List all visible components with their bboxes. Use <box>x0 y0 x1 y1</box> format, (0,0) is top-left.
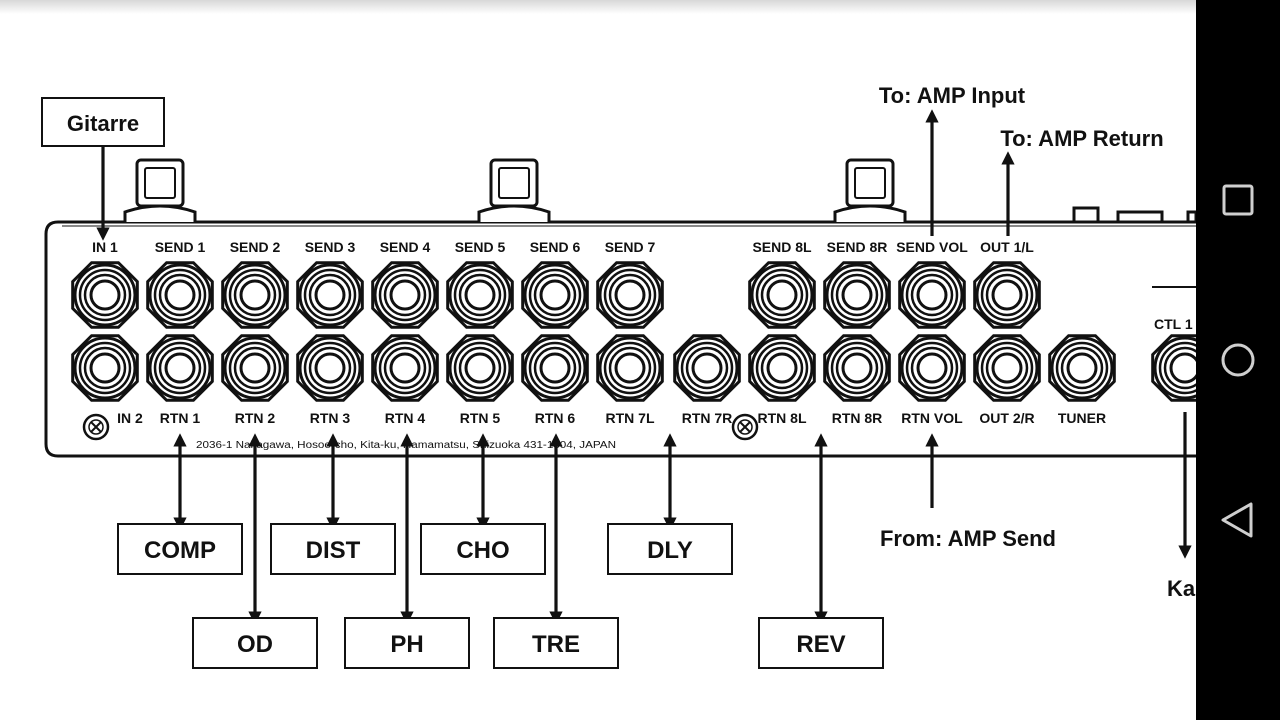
footswitch-left <box>123 158 197 222</box>
home-icon <box>1221 343 1255 377</box>
pedalboard-connection-diagram: Gitarre To: AMP Input To: AMP Return Fro… <box>41 83 1196 669</box>
jack-rtn-3 <box>296 334 364 402</box>
effect-box-tre <box>493 617 619 669</box>
jack-label-rtn-3: RTN 3 <box>310 410 351 426</box>
cutoff-label: Ka <box>1167 576 1196 601</box>
jack-label-rtn-4: RTN 4 <box>385 410 426 426</box>
jack-rtn-8r <box>823 334 891 402</box>
screw-left <box>82 413 110 441</box>
effect-label-rev: REV <box>796 631 845 658</box>
home-button[interactable] <box>1196 318 1280 402</box>
effect-box-comp <box>117 523 243 575</box>
jack-send-vol <box>898 261 966 329</box>
effect-box-ph <box>344 617 470 669</box>
jack-label-rtn-vol: RTN VOL <box>901 410 963 426</box>
effect-box-dly <box>607 523 733 575</box>
jack-label-rtn-7r: RTN 7R <box>682 410 733 426</box>
jack-label-tuner: TUNER <box>1058 410 1106 426</box>
recents-button[interactable] <box>1196 158 1280 242</box>
amp-return-label: To: AMP Return <box>1000 126 1163 151</box>
android-navigation-bar <box>1196 0 1280 720</box>
back-icon <box>1221 502 1253 538</box>
footswitch-middle <box>477 158 551 222</box>
jack-label-send-8l: SEND 8L <box>752 239 812 255</box>
jack-label-send-2: SEND 2 <box>230 239 281 255</box>
jack-send-8l <box>748 261 816 329</box>
top-shadow <box>0 0 1196 14</box>
panel-connector <box>1116 210 1164 224</box>
amp-send-label: From: AMP Send <box>880 526 1056 551</box>
effect-box-rev <box>758 617 884 669</box>
effect-box-cho <box>420 523 546 575</box>
footswitch-right <box>833 158 907 222</box>
effect-label-ph: PH <box>390 631 423 658</box>
jack-rtn-6 <box>521 334 589 402</box>
effect-label-od: OD <box>237 631 273 658</box>
jack-rtn-1 <box>146 334 214 402</box>
panel-knob <box>1072 206 1100 224</box>
jack-label-rtn-5: RTN 5 <box>460 410 501 426</box>
jack-label-in-2: IN 2 <box>117 410 143 426</box>
jack-send-8r <box>823 261 891 329</box>
jack-label-out-1-l: OUT 1/L <box>980 239 1034 255</box>
jack-label-send-6: SEND 6 <box>530 239 581 255</box>
jack-send-2 <box>221 261 289 329</box>
ctl-label: CTL 1 <box>1154 316 1193 332</box>
jack-rtn-4 <box>371 334 439 402</box>
jack-label-rtn-1: RTN 1 <box>160 410 201 426</box>
jack-label-send-vol: SEND VOL <box>896 239 968 255</box>
jack-label-rtn-6: RTN 6 <box>535 410 576 426</box>
jack-out-2-r <box>973 334 1041 402</box>
jack-rtn-7r <box>673 334 741 402</box>
effect-label-dly: DLY <box>647 537 693 564</box>
jack-label-send-8r: SEND 8R <box>827 239 888 255</box>
jack-send-7 <box>596 261 664 329</box>
jack-rtn-8l <box>748 334 816 402</box>
jack-out-1-l <box>973 261 1041 329</box>
jack-label-send-3: SEND 3 <box>305 239 356 255</box>
effect-label-cho: CHO <box>456 537 509 564</box>
effect-label-dist: DIST <box>306 537 361 564</box>
guitar-label: Gitarre <box>67 111 139 136</box>
recents-icon <box>1222 184 1254 216</box>
jack-rtn-7l <box>596 334 664 402</box>
jack-rtn-2 <box>221 334 289 402</box>
jack-send-1 <box>146 261 214 329</box>
jack-send-5 <box>446 261 514 329</box>
jack-send-4 <box>371 261 439 329</box>
jack-label-send-1: SEND 1 <box>155 239 206 255</box>
effect-label-comp: COMP <box>144 537 216 564</box>
screw-middle <box>731 413 759 441</box>
effect-box-dist <box>270 523 396 575</box>
jack-tuner <box>1048 334 1116 402</box>
jack-label-rtn-8l: RTN 8L <box>758 410 807 426</box>
jack-ctl-1 <box>1151 334 1196 402</box>
jack-rtn-5 <box>446 334 514 402</box>
jack-label-send-4: SEND 4 <box>380 239 431 255</box>
jack-label-rtn-8r: RTN 8R <box>832 410 883 426</box>
amp-input-label: To: AMP Input <box>879 83 1026 108</box>
jack-label-rtn-2: RTN 2 <box>235 410 276 426</box>
jack-send-6 <box>521 261 589 329</box>
jack-label-in-1: IN 1 <box>92 239 118 255</box>
jack-in-1 <box>71 261 139 329</box>
jack-in-2 <box>71 334 139 402</box>
effect-box-od <box>192 617 318 669</box>
back-button[interactable] <box>1196 478 1280 562</box>
jack-rtn-vol <box>898 334 966 402</box>
jack-label-rtn-7l: RTN 7L <box>606 410 655 426</box>
jack-label-send-5: SEND 5 <box>455 239 506 255</box>
jack-send-3 <box>296 261 364 329</box>
jack-label-send-7: SEND 7 <box>605 239 656 255</box>
effect-label-tre: TRE <box>532 631 580 658</box>
jack-label-out-2-r: OUT 2/R <box>979 410 1034 426</box>
